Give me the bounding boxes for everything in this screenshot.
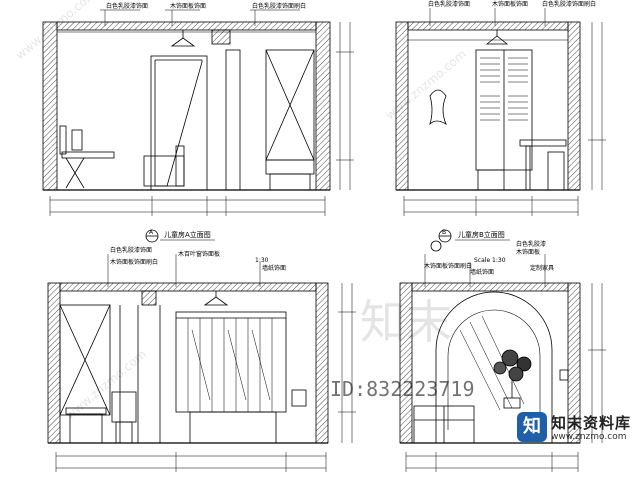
door-leaf [154, 59, 203, 187]
watermark-big-text: 知末 [360, 295, 452, 349]
ceiling [56, 21, 317, 31]
wall-left [47, 282, 61, 444]
note-bottom-left-3: 木百叶窗饰面板 [178, 250, 220, 258]
note-top-left-3: 白色乳胶漆饰面刷白 [252, 2, 306, 10]
note-top-left-1: 白色乳胶漆饰面 [106, 2, 148, 10]
logo-mark-icon: 知 [517, 412, 547, 442]
pendant-lamp [170, 37, 196, 47]
chair [143, 155, 185, 187]
shutter-slats [480, 57, 528, 121]
chair [111, 391, 137, 423]
note-top-left-2: 木饰面板饰面 [170, 2, 206, 10]
pendant-lamp [203, 296, 229, 306]
desk-top [519, 139, 567, 147]
view-title-top-left: 儿童房A立面图 [164, 230, 211, 239]
note-bottom-right-4: 墙纸饰面 [470, 268, 494, 276]
wardrobe-door [59, 304, 111, 416]
marker-letter-top-left: A [149, 229, 154, 236]
note-bottom-right-5: 定制家具 [530, 264, 554, 272]
logo-url: www.znzmo.com [551, 432, 627, 442]
elevation-bottom-left [47, 254, 356, 472]
note-bottom-left-5: 墙纸饰面 [262, 264, 286, 272]
note-bottom-left-2: 木饰面板饰面刷白 [110, 258, 158, 266]
wall-left [42, 21, 58, 191]
note-top-right-1: 白色乳胶漆饰面 [428, 0, 470, 8]
note-bottom-left-4: 1:30 [255, 257, 269, 264]
ceiling [59, 282, 317, 292]
note-top-right-3: 白色乳胶漆饰面刷白 [542, 0, 596, 8]
elevation-bottom-right [399, 240, 606, 472]
note-bottom-right-1: 白色乳胶漆 [516, 240, 546, 248]
ceiling-beam [141, 290, 157, 306]
note-bottom-right-2: 木饰面板 [516, 248, 540, 256]
site-logo: 知 知末资料库 www.znzmo.com [517, 410, 635, 450]
view-title-top-right: 儿童房B立面图 [458, 230, 505, 239]
curtain [175, 311, 287, 413]
elevation-top-right [395, 8, 606, 243]
note-bottom-right-3: 木饰面板饰面刷白 [424, 262, 472, 270]
logo-name: 知末资料库 [551, 414, 632, 432]
ceiling-beam [211, 29, 231, 45]
ceiling [411, 282, 569, 292]
wall-decoration [429, 89, 447, 126]
arched-alcove [435, 291, 553, 443]
wall-right [315, 21, 331, 191]
door-frame [150, 55, 208, 191]
scale-label: Scale 1:30 [474, 257, 506, 264]
pendant-lamp [485, 35, 509, 45]
note-top-right-2: 木饰面板饰面 [492, 0, 528, 8]
note-bottom-left-1: 白色乳胶漆饰面 [110, 246, 152, 254]
elevation-top-left [42, 9, 354, 243]
section-marker [430, 240, 442, 252]
wall-right [315, 282, 329, 444]
ceiling [407, 21, 569, 31]
desk-top [61, 151, 115, 159]
marker-letter-top-right: B [442, 229, 446, 236]
watermark-id: ID:832223719 [330, 377, 475, 401]
wall-right [567, 21, 581, 191]
plant [493, 349, 532, 409]
